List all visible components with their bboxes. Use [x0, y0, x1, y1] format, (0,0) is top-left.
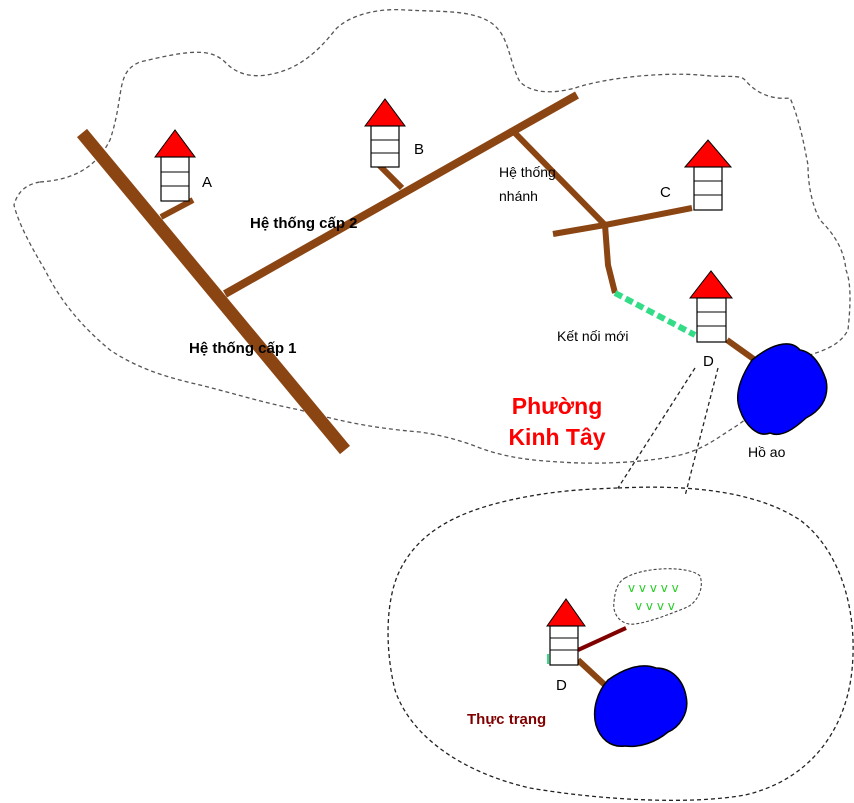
label-current-state: Thực trạng [467, 711, 546, 728]
zoom-line-left [617, 367, 696, 489]
label-house-b: B [414, 141, 424, 158]
pipe-branch-main [509, 127, 608, 228]
label-house-d-inset: D [556, 677, 567, 694]
pipe-branch-down [602, 224, 618, 294]
house-c [683, 139, 733, 211]
house-d [688, 270, 734, 343]
ward-boundary [13, 8, 851, 464]
pipe-branch-to-c [604, 205, 693, 228]
pipe-to-a [159, 197, 195, 220]
inset-pipe-to-pond [575, 657, 609, 689]
pipe-to-b [376, 162, 405, 191]
label-house-a: A [202, 174, 212, 191]
zoom-line-right [684, 367, 719, 497]
new-connection-line [613, 290, 697, 338]
pipe-branch-left [552, 222, 606, 237]
grass-area [613, 568, 702, 625]
inset-pond [593, 665, 688, 748]
house-d-inset [546, 598, 586, 666]
inset-boundary [387, 486, 854, 801]
label-system-level-2: Hệ thống cấp 2 [250, 215, 358, 232]
pipe-level-1 [76, 128, 351, 455]
label-house-d: D [703, 353, 714, 370]
label-new-connection: Kết nối mới [557, 328, 628, 344]
pipe-d-to-pond [725, 337, 757, 363]
label-branch-line1: Hệ thống [499, 164, 556, 180]
label-ward-line2: Kinh Tây [508, 424, 605, 450]
house-a [154, 129, 196, 202]
grass-marks: v v v v v [628, 581, 679, 595]
pond [736, 343, 828, 435]
house-b [364, 98, 406, 168]
inset-pipe-to-grass [577, 626, 627, 652]
grass-marks-row2: v v v v [635, 599, 675, 613]
label-ward-line1: Phường [512, 393, 603, 419]
pipe-level-2 [223, 91, 579, 298]
label-pond: Hồ ao [748, 444, 786, 460]
label-branch-line2: nhánh [499, 188, 538, 204]
label-house-c: C [660, 184, 671, 201]
label-system-level-1: Hệ thống cấp 1 [189, 340, 297, 357]
